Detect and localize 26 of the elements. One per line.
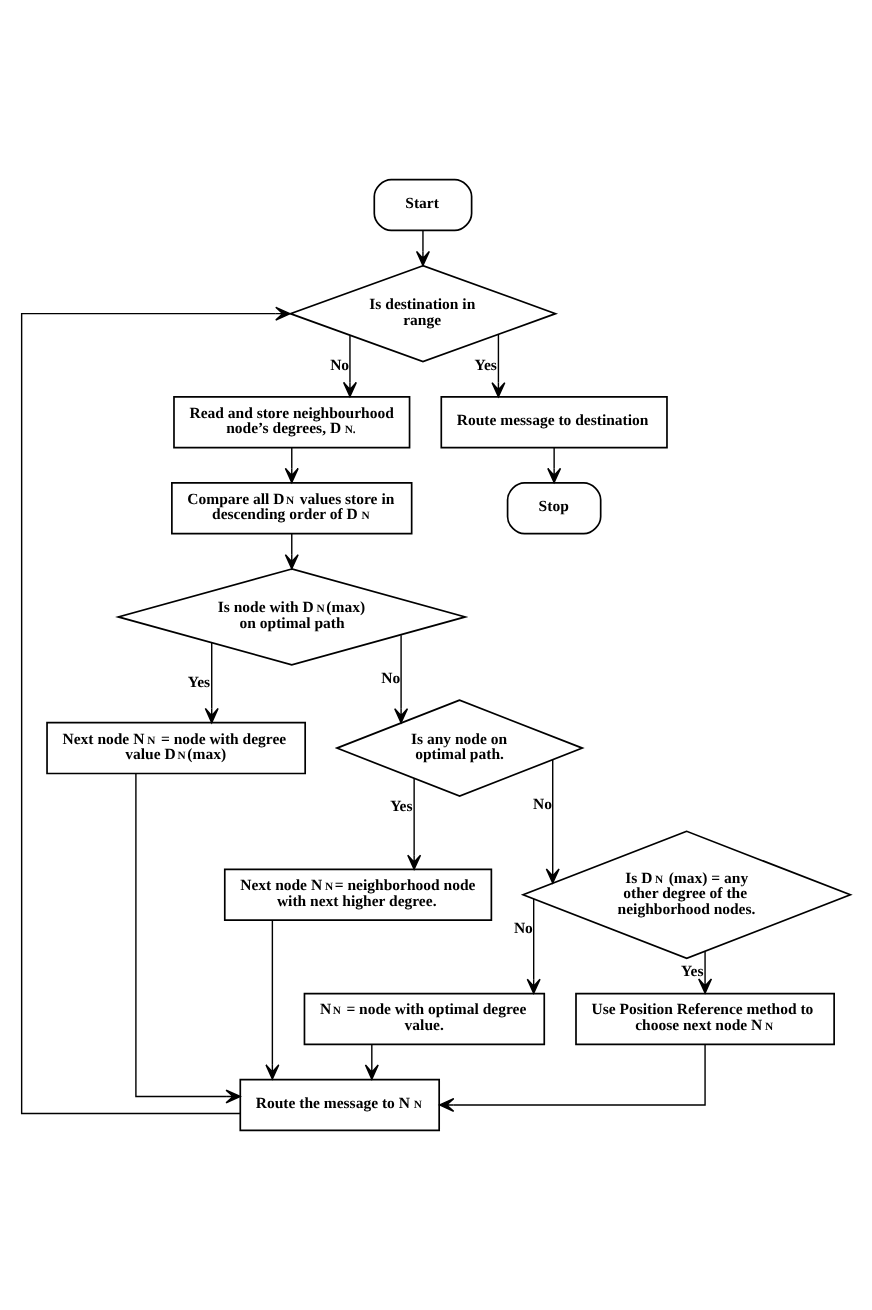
arrow (364, 1044, 379, 1080)
edge-label: No (381, 668, 401, 687)
arrow (438, 1044, 706, 1113)
node-box: Route message to destination (440, 396, 668, 449)
edge-label: Yes (390, 796, 413, 815)
edge-label: Yes (681, 962, 704, 981)
arrow (265, 919, 280, 1080)
arrow (204, 642, 219, 724)
arrow (284, 447, 299, 484)
arrow (547, 447, 562, 484)
arrow (545, 759, 560, 884)
arrow (394, 634, 409, 724)
arrow (135, 773, 241, 1104)
arrow (526, 898, 541, 995)
node-diamond: Is any node on optimal path. (334, 699, 585, 797)
arrow (284, 533, 299, 570)
arrow (491, 333, 506, 398)
node-box: Start (373, 178, 473, 232)
node-box: Stop (506, 482, 602, 535)
arrow (415, 230, 430, 267)
arrow (20, 306, 291, 1115)
arrow (407, 777, 422, 871)
edge-label: Yes (187, 672, 211, 691)
edge-label: No (532, 794, 552, 813)
arrow (342, 334, 357, 398)
arrow (698, 950, 713, 994)
